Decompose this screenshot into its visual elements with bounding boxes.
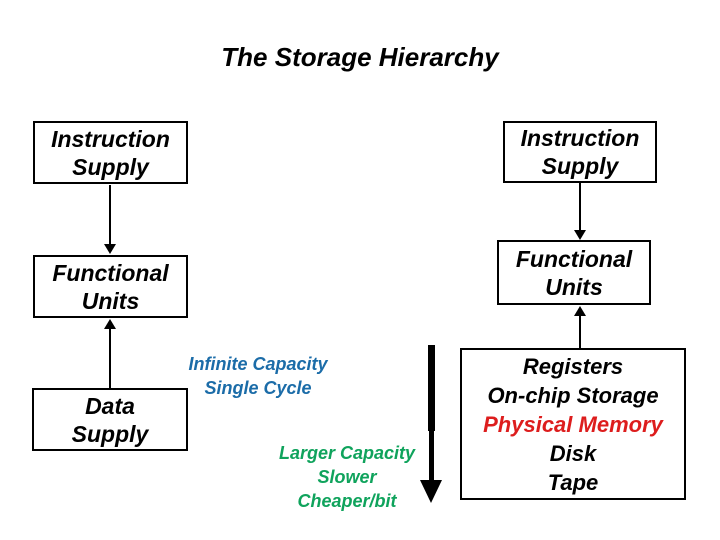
left-functional-units-box: Functional Units [33, 255, 188, 318]
right-down-arrow-shaft [579, 183, 581, 231]
capacity-arrowhead-icon [420, 480, 442, 503]
memory-hierarchy-box: Registers On-chip Storage Physical Memor… [460, 348, 686, 500]
left-up-arrowhead-icon [104, 319, 116, 329]
memory-level-physical-memory: Physical Memory [483, 411, 663, 437]
left-down-arrowhead-icon [104, 244, 116, 254]
left-up-arrow-shaft [109, 328, 111, 388]
capacity-arrow-shaft-lower [429, 431, 434, 481]
right-instruction-supply-box: Instruction Supply [503, 121, 657, 183]
right-functional-units-box: Functional Units [497, 240, 651, 305]
right-up-arrow-shaft [579, 315, 581, 348]
data-supply-box: Data Supply [32, 388, 188, 451]
left-down-arrow-shaft [109, 185, 111, 245]
memory-level-on-chip-storage: On-chip Storage [487, 382, 659, 408]
infinite-capacity-note: Infinite Capacity Single Cycle [188, 354, 328, 398]
slide-title: The Storage Hierarchy [221, 42, 499, 72]
memory-level-disk: Disk [549, 440, 597, 466]
left-instruction-supply-box: Instruction Supply [33, 121, 188, 184]
capacity-arrow-shaft-upper [428, 345, 435, 431]
right-down-arrowhead-icon [574, 230, 586, 240]
memory-level-tape: Tape [547, 469, 599, 495]
larger-capacity-note: Larger Capacity Slower Cheaper/bit [278, 443, 416, 511]
right-up-arrowhead-icon [574, 306, 586, 316]
memory-level-registers: Registers [522, 353, 624, 379]
